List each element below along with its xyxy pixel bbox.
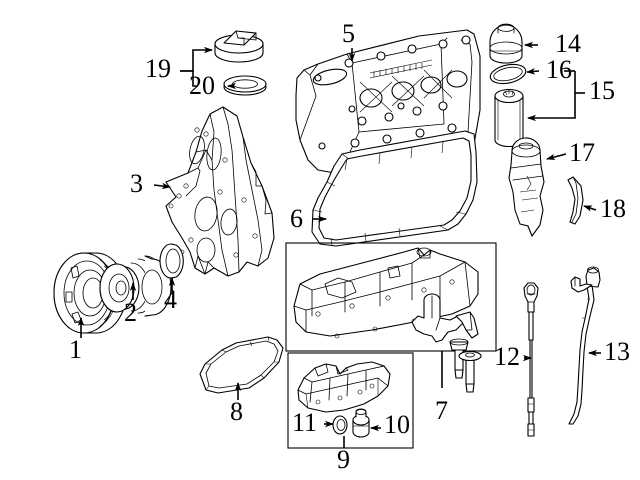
callout-label-17: 17 xyxy=(569,138,595,167)
part-drain-plug-gasket xyxy=(332,415,348,435)
callout-label-16: 16 xyxy=(546,55,572,84)
callout-label-3: 3 xyxy=(130,169,143,198)
part-front-crankshaft-seal xyxy=(159,243,184,279)
part-dipstick-guide-tube xyxy=(568,266,601,425)
part-oil-filter-cap xyxy=(489,23,523,64)
leader-17 xyxy=(546,153,567,161)
part-oil-pan-gasket xyxy=(199,336,284,394)
callout-label-18: 18 xyxy=(600,194,626,223)
part-oil-filter-housing xyxy=(508,137,545,237)
part-oil-level-dipstick xyxy=(523,282,539,437)
leader-16 xyxy=(526,68,540,75)
callout-label-5: 5 xyxy=(342,19,355,48)
part-timing-chain-cover xyxy=(165,106,275,277)
callout-label-9: 9 xyxy=(337,445,350,474)
callout-label-6: 6 xyxy=(290,204,303,233)
leader-15 xyxy=(527,70,585,122)
leader-18 xyxy=(583,205,597,212)
callout-label-4: 4 xyxy=(164,285,177,314)
callout-label-19: 19 xyxy=(145,54,171,83)
part-oil-filter-element xyxy=(494,88,524,148)
part-crankshaft-pulley-hub xyxy=(99,255,172,317)
part-oil-drain-plug xyxy=(352,408,370,438)
part-oil-pickup-tube-baffle xyxy=(411,293,482,393)
group-box-lower-oil-pan xyxy=(287,352,414,449)
leader-19-20 xyxy=(180,46,236,90)
leader-3 xyxy=(153,182,171,190)
callout-label-14: 14 xyxy=(555,29,581,58)
part-oil-filter-housing-seal xyxy=(567,176,584,225)
part-valve-cover-gasket xyxy=(311,130,478,247)
part-oil-filler-cap xyxy=(214,30,264,63)
group-box-upper-oil-pan xyxy=(285,242,497,352)
callout-label-15: 15 xyxy=(589,76,615,105)
part-lower-oil-pan xyxy=(297,361,391,413)
part-oil-filter-o-ring xyxy=(489,63,527,85)
callout-label-7: 7 xyxy=(435,396,448,425)
callout-label-1: 1 xyxy=(69,335,82,364)
callout-label-20: 20 xyxy=(189,71,215,100)
callout-label-10: 10 xyxy=(384,410,410,439)
callout-label-12: 12 xyxy=(494,342,520,371)
callout-label-11: 11 xyxy=(292,408,317,437)
callout-label-13: 13 xyxy=(604,337,630,366)
callout-label-8: 8 xyxy=(230,397,243,426)
callout-label-2: 2 xyxy=(124,298,137,327)
